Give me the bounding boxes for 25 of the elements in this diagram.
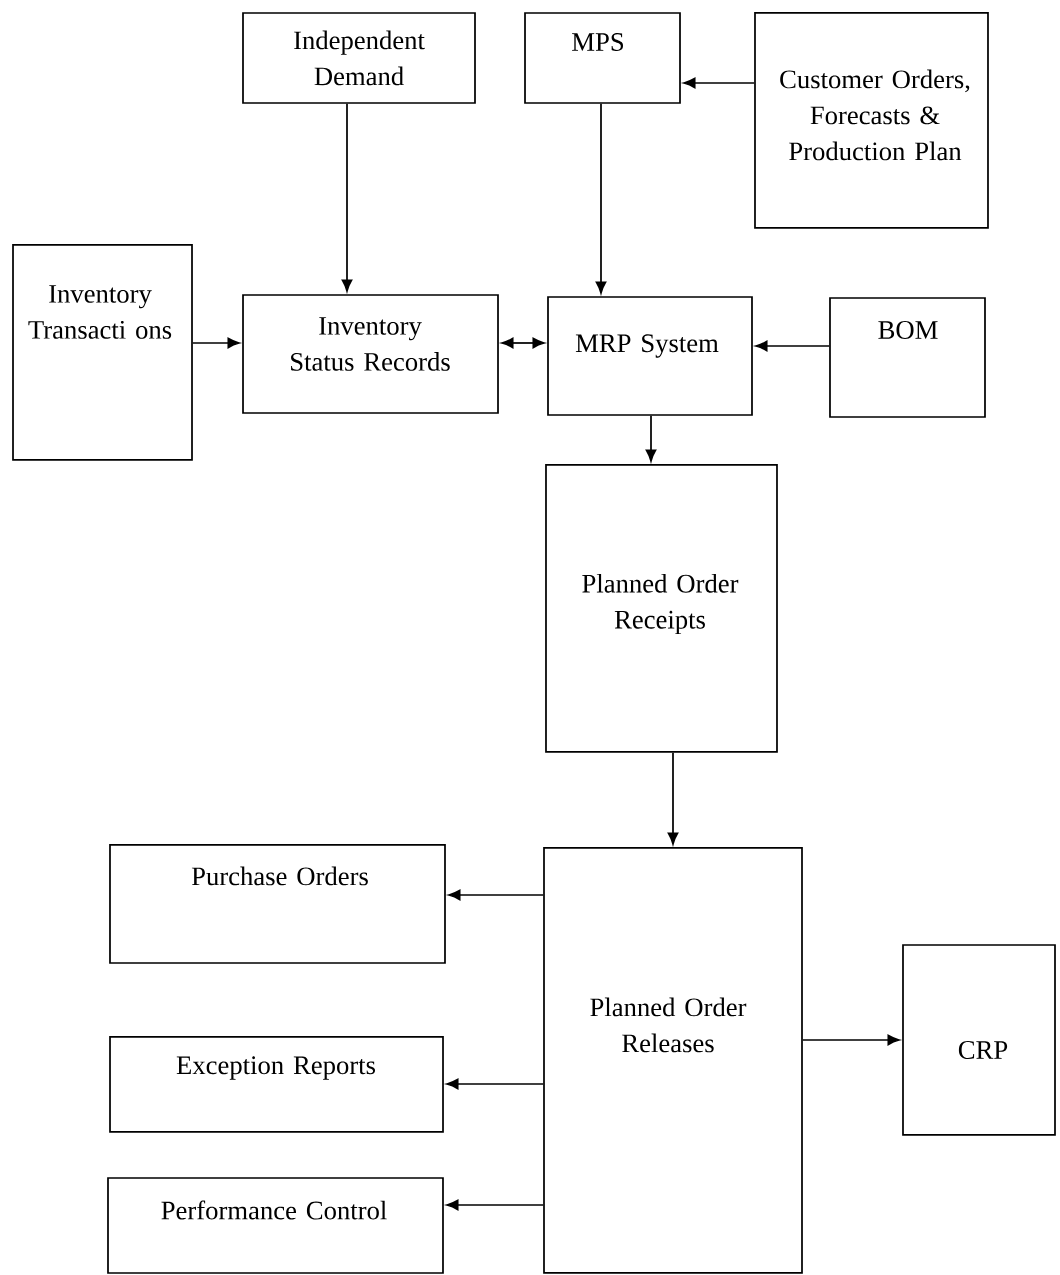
arrow xyxy=(192,337,240,349)
process-box: Independent Demand xyxy=(242,12,476,104)
arrow xyxy=(755,340,830,352)
process-box: Purchase Orders xyxy=(109,844,446,964)
process-box: Inventory Transacti ons xyxy=(12,244,193,461)
arrow xyxy=(595,103,607,294)
process-box: Planned Order Releases xyxy=(543,847,803,1274)
arrow xyxy=(341,103,353,292)
arrow xyxy=(501,337,545,349)
arrow xyxy=(446,1199,544,1211)
process-box: MPS xyxy=(524,12,681,104)
process-box: CRP xyxy=(902,944,1056,1136)
process-box: Performance Control xyxy=(107,1177,444,1274)
process-box: Customer Orders, Forecasts & Production Plan xyxy=(754,12,989,229)
arrow xyxy=(802,1034,900,1046)
process-box: BOM xyxy=(829,297,986,418)
arrow xyxy=(667,752,679,845)
process-box: Inventory Status Records xyxy=(242,294,499,414)
process-box: Planned Order Receipts xyxy=(545,464,778,753)
process-box: MRP System xyxy=(547,296,753,416)
arrow xyxy=(645,415,657,462)
arrow xyxy=(446,1078,544,1090)
process-box: Exception Reports xyxy=(109,1036,444,1133)
arrow xyxy=(683,77,755,89)
arrow xyxy=(448,889,544,901)
